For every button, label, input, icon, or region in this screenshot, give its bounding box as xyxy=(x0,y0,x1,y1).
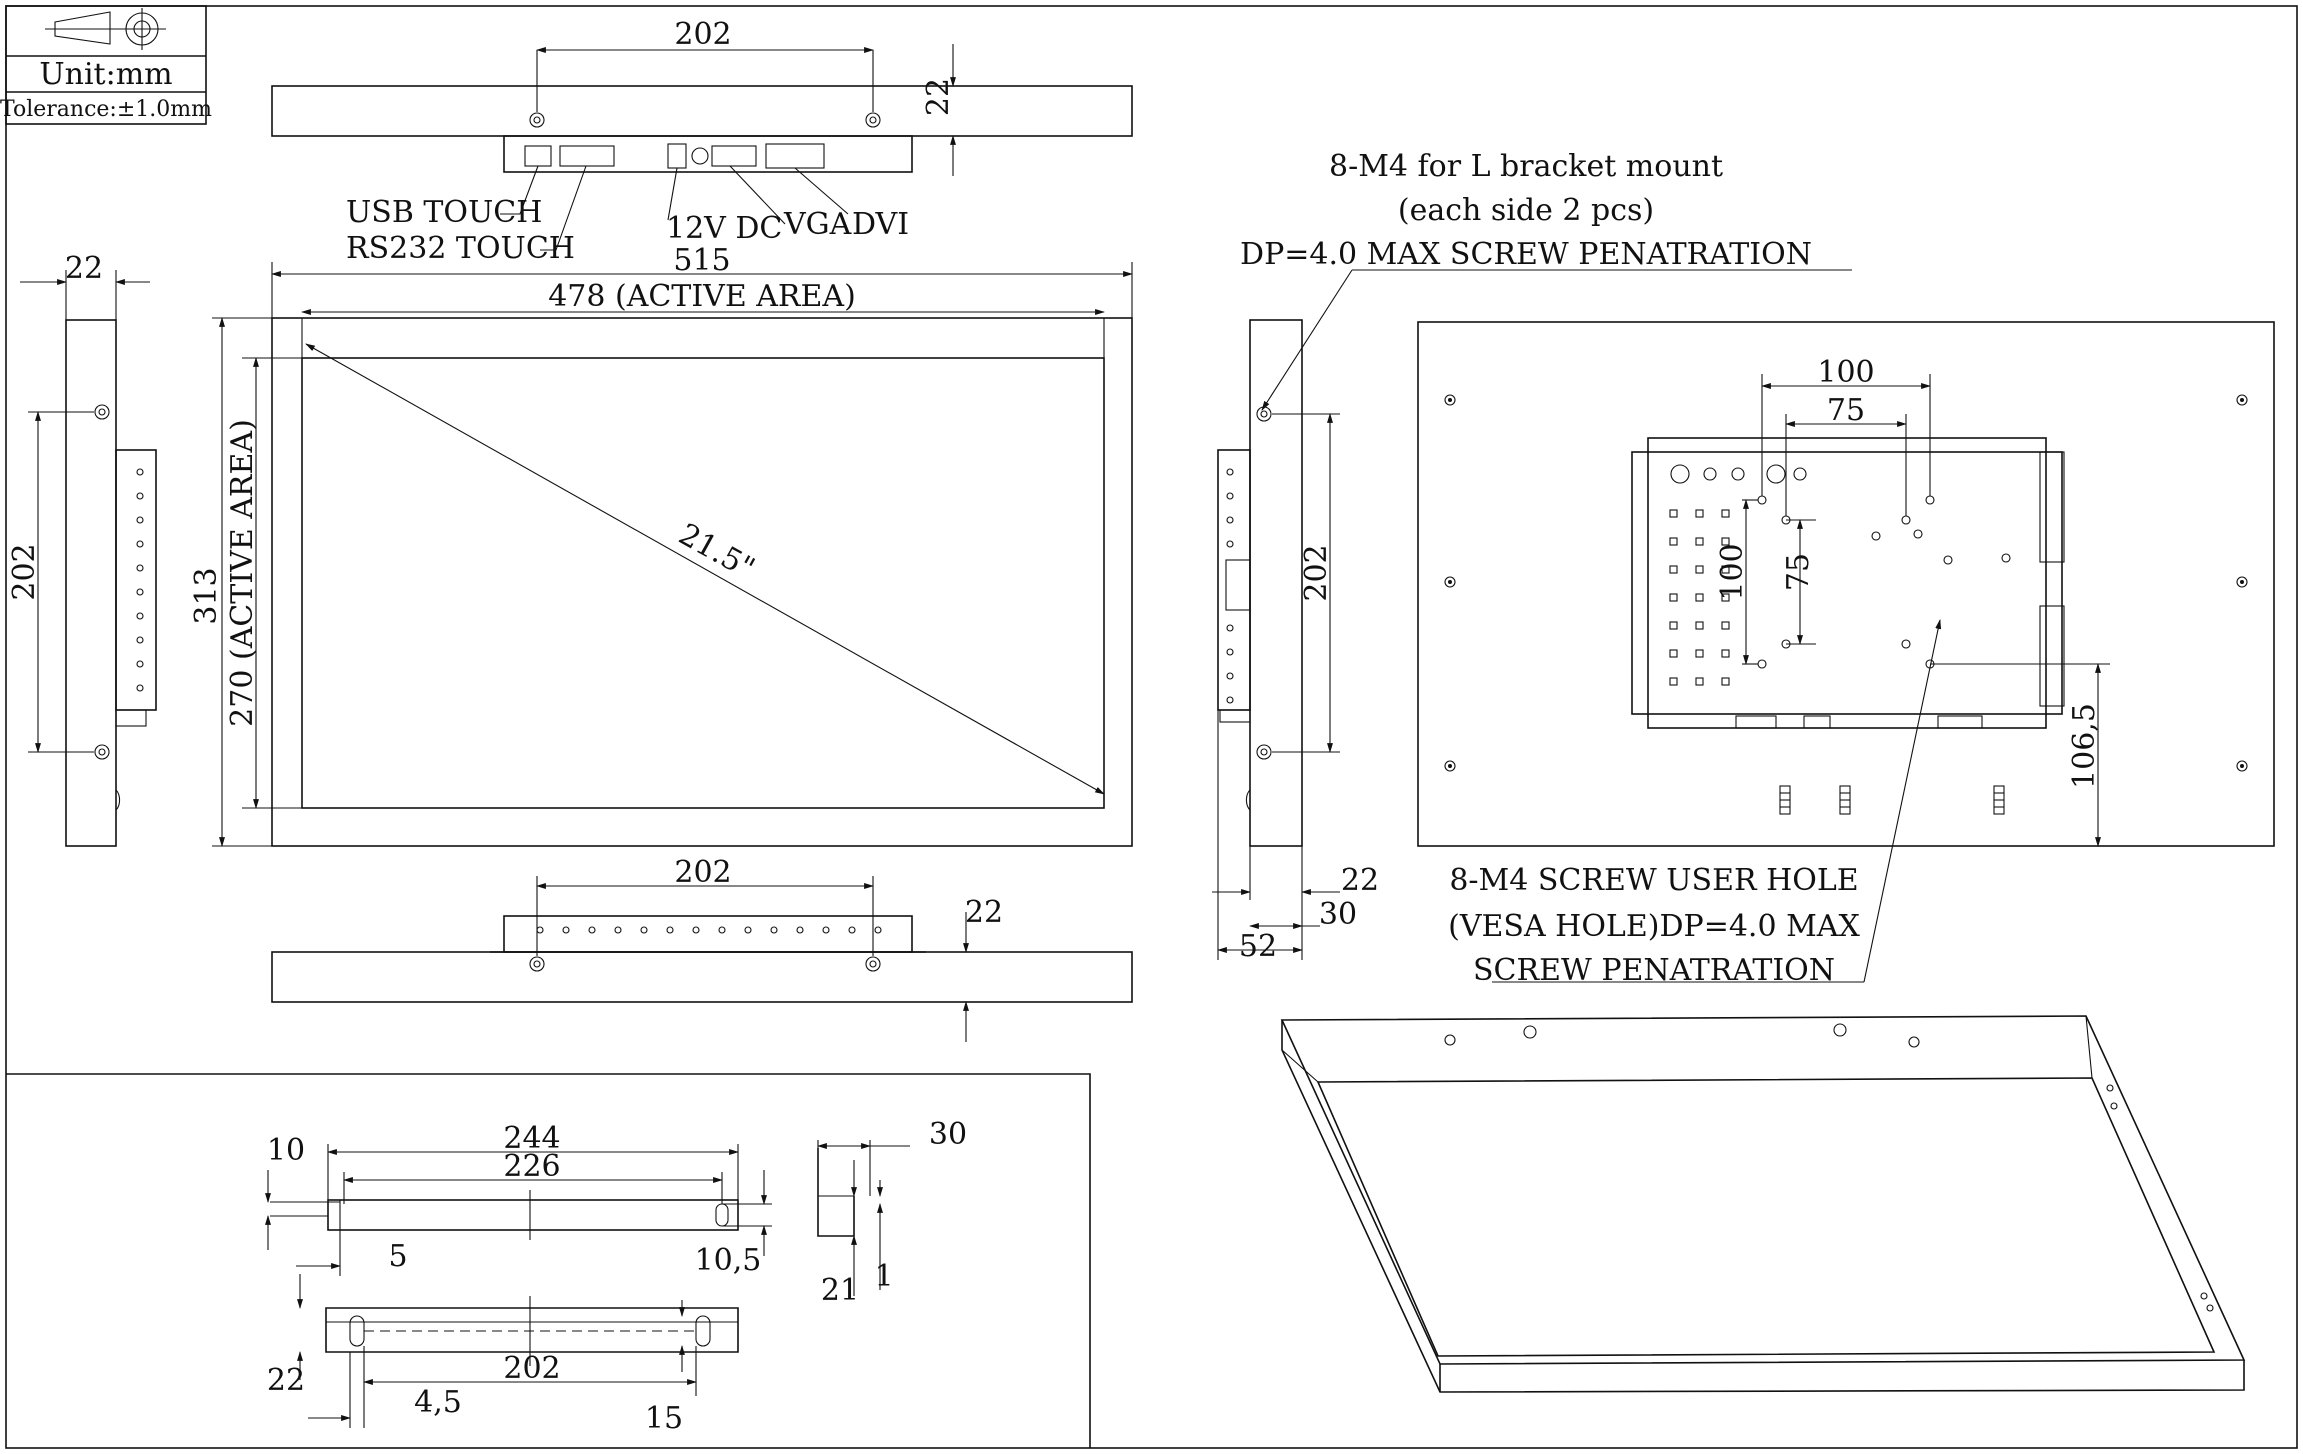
bracket-dim-244: 244 xyxy=(503,1121,560,1156)
bracket-dim-15: 15 xyxy=(645,1401,683,1436)
label-12v-dc: 12V DC xyxy=(666,211,782,246)
label-dvi: DVI xyxy=(852,207,909,242)
note-bracket-line-1: 8-M4 for L bracket mount xyxy=(1329,149,1723,184)
bottom-dim-holes: 202 xyxy=(674,855,731,890)
right-dim-30: 30 xyxy=(1319,897,1357,932)
front-dim-active-width: 478 (ACTIVE AREA) xyxy=(548,279,856,314)
right-view: 202 22 30 52 xyxy=(1212,319,1379,964)
rs232-port-icon xyxy=(559,145,615,167)
left-view: 22 202 xyxy=(7,251,157,847)
vesa-dim-75-vertical: 75 xyxy=(1781,553,1816,591)
unit-label: Unit:mm xyxy=(39,57,172,92)
vesa-dim-100-vertical: 100 xyxy=(1715,543,1750,600)
front-dim-height: 313 xyxy=(189,567,224,624)
top-dim-holes: 202 xyxy=(674,17,731,52)
note-vesa-line-2: (VESA HOLE)DP=4.0 MAX xyxy=(1448,909,1860,944)
bracket-dim-4-5: 4,5 xyxy=(414,1385,462,1420)
left-dim-depth: 22 xyxy=(65,251,103,286)
bottom-view-holes xyxy=(536,926,882,934)
label-vga: VGA xyxy=(783,207,852,242)
label-usb-touch: USB TOUCH xyxy=(346,195,542,230)
standoffs xyxy=(1779,785,2005,815)
back-view: 100 75 100 75 106,5 8-M4 for L bracket m… xyxy=(1240,149,2275,988)
right-view-holes xyxy=(1226,468,1234,704)
bracket-details: 244 226 10 5 10,5 30 21 1 xyxy=(6,1073,1091,1448)
tolerance-label: Tolerance:±1.0mm xyxy=(0,97,212,122)
vesa-dim-75-horizontal: 75 xyxy=(1827,393,1865,428)
front-view: 515 478 (ACTIVE AREA) 313 270 (ACTIVE AR… xyxy=(189,243,1133,847)
dc-port-icon xyxy=(667,143,687,169)
back-dim-106-5: 106,5 xyxy=(2067,703,2102,789)
label-rs232-touch: RS232 TOUCH xyxy=(346,231,575,266)
bracket-dim-1: 1 xyxy=(874,1259,893,1294)
bracket-dim-226: 226 xyxy=(503,1149,560,1184)
bracket-dim-202: 202 xyxy=(503,1351,560,1386)
bracket-dim-10-5: 10,5 xyxy=(695,1243,762,1278)
isometric-view xyxy=(1280,1015,2246,1393)
bracket-dim-5: 5 xyxy=(388,1239,407,1274)
vesa-dim-100-horizontal: 100 xyxy=(1817,355,1874,390)
bracket-mount-holes xyxy=(1444,394,2248,772)
housing-vent-holes xyxy=(1669,509,1730,686)
projection-symbol-icon xyxy=(45,8,166,50)
title-block: Unit:mm Tolerance:±1.0mm xyxy=(0,5,212,125)
bracket-dim-10: 10 xyxy=(267,1133,305,1168)
note-bracket-line-2: (each side 2 pcs) xyxy=(1398,193,1654,228)
bracket-dim-22: 22 xyxy=(267,1363,305,1398)
right-dim-22: 22 xyxy=(1341,863,1379,898)
top-view: 202 22 USB TOUCH RS232 TOUCH 12V DC VGA … xyxy=(271,17,1133,266)
bottom-dim-depth: 22 xyxy=(965,895,1003,930)
note-vesa-line-1: 8-M4 SCREW USER HOLE xyxy=(1449,863,1858,898)
note-bracket-line-3: DP=4.0 MAX SCREW PENATRATION xyxy=(1240,237,1812,272)
right-dim-52: 52 xyxy=(1239,929,1277,964)
bracket-dim-30: 30 xyxy=(929,1117,967,1152)
vga-port-icon xyxy=(711,145,757,167)
right-dim-holes: 202 xyxy=(1299,544,1334,601)
front-dim-width: 515 xyxy=(673,243,730,278)
front-dim-active-height: 270 (ACTIVE AREA) xyxy=(225,419,260,727)
drawing-border xyxy=(5,5,2298,1449)
usb-port-icon xyxy=(524,145,552,167)
bottom-view: 202 22 xyxy=(271,855,1133,1042)
left-view-holes xyxy=(136,468,144,692)
dvi-port-icon xyxy=(765,143,825,169)
note-vesa-line-3: SCREW PENATRATION xyxy=(1473,953,1835,988)
left-dim-holes: 202 xyxy=(7,543,42,600)
top-dim-depth: 22 xyxy=(921,78,956,116)
bracket-dim-21: 21 xyxy=(821,1273,859,1308)
